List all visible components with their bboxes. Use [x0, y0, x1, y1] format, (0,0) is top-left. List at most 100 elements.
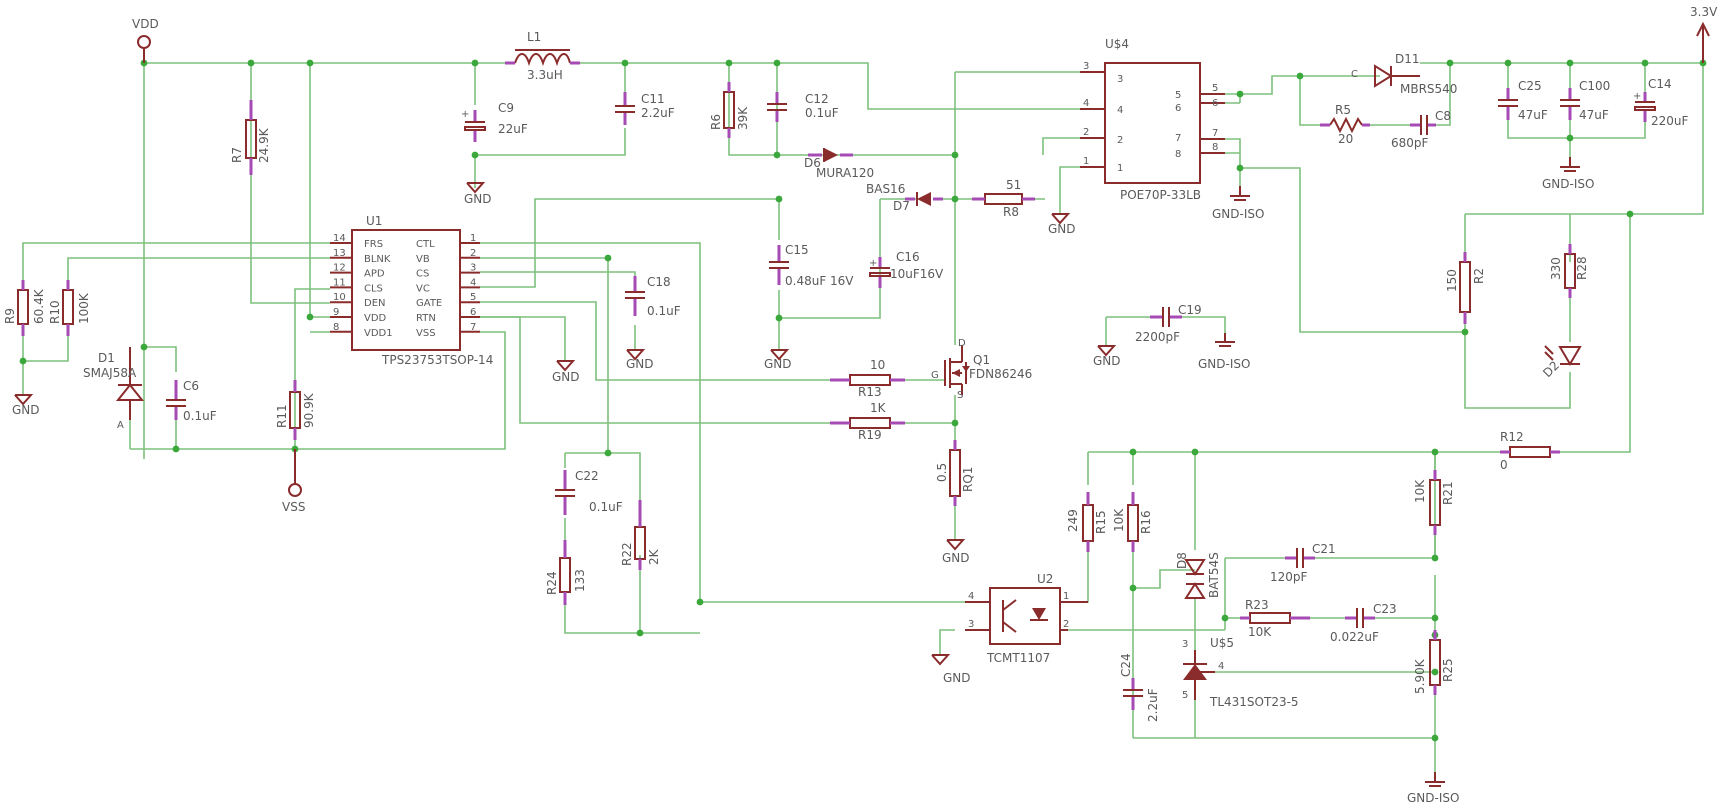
- svg-text:R2: R2: [1472, 268, 1486, 284]
- resistor-r9[interactable]: R9 60.4K: [3, 280, 46, 336]
- resistor-r10[interactable]: R10 100K: [48, 280, 91, 336]
- u1-pin-name: VDD1: [364, 328, 393, 339]
- capacitor-c16[interactable]: + C16 10uF16V: [869, 250, 944, 288]
- svg-text:R5: R5: [1335, 103, 1351, 117]
- u1-pin-number: 13: [333, 248, 346, 259]
- resistor-r15[interactable]: 249 R15: [1066, 492, 1108, 552]
- net-port-vss[interactable]: VSS: [282, 449, 305, 514]
- svg-text:C9: C9: [498, 101, 514, 115]
- u1-pin-name: FRS: [364, 239, 383, 250]
- resistor-r11[interactable]: R11 90.9K: [275, 380, 316, 440]
- resistor-r28[interactable]: 330 R28: [1549, 244, 1589, 298]
- capacitor-c15[interactable]: C15 0.48uF 16V: [769, 243, 854, 288]
- diode-d6[interactable]: D6 MURA120: [804, 148, 874, 180]
- u1-pin-number: 14: [333, 233, 346, 244]
- u1-pin-number: 11: [333, 277, 346, 288]
- u1-part: TPS23753TSOP-14: [381, 353, 493, 367]
- resistor-r19[interactable]: 1K R19: [830, 401, 905, 442]
- capacitor-c23[interactable]: C23 0.022uF: [1330, 602, 1397, 644]
- capacitor-c11[interactable]: C11 2.2uF: [615, 92, 675, 125]
- resistor-r5[interactable]: R5 20: [1320, 103, 1370, 146]
- svg-text:D6: D6: [804, 156, 821, 170]
- diode-d8[interactable]: D8 BAT54S: [1175, 552, 1221, 599]
- svg-text:133: 133: [573, 569, 587, 592]
- capacitor-c24[interactable]: C24 2.2uF: [1119, 653, 1160, 722]
- svg-text:4: 4: [1218, 661, 1224, 672]
- svg-text:L1: L1: [527, 30, 541, 44]
- svg-text:8: 8: [1212, 142, 1218, 153]
- resistor-r13[interactable]: 10 R13: [830, 358, 905, 399]
- svg-text:GND: GND: [464, 192, 492, 206]
- gnd-symbol: GND: [931, 654, 971, 685]
- capacitor-c14[interactable]: + C14 220uF: [1633, 77, 1689, 128]
- u5-part: TL431SOT23-5: [1209, 695, 1299, 709]
- resistor-r24[interactable]: R24 133: [545, 540, 587, 605]
- svg-text:D2: D2: [1540, 358, 1562, 380]
- svg-text:+: +: [1633, 91, 1641, 102]
- inductor-l1[interactable]: L1 3.3uH: [505, 30, 580, 82]
- vdd-label: VDD: [132, 17, 159, 31]
- resistor-rq1[interactable]: 0.5 RQ1: [935, 440, 975, 506]
- u1-pin-number: 9: [333, 307, 339, 318]
- capacitor-c6[interactable]: C6 0.1uF: [166, 379, 217, 423]
- u1-pin-name: RTN: [416, 313, 436, 324]
- resistor-r12[interactable]: R12 0: [1500, 430, 1560, 472]
- svg-text:GND: GND: [942, 551, 970, 565]
- gnd-symbols: GND GND GND GND GND GND GND GND: [12, 157, 1594, 805]
- resistor-r7[interactable]: R7 24.9K: [230, 100, 271, 175]
- net-port-vdd[interactable]: VDD: [132, 17, 159, 63]
- v33-label: 3.3V: [1690, 5, 1718, 19]
- u1-ref: U1: [366, 214, 382, 228]
- svg-text:3: 3: [968, 619, 974, 630]
- resistor-r6[interactable]: R6 39K: [709, 82, 750, 138]
- mosfet-q1[interactable]: Q1 FDN86246 D G S: [931, 338, 1032, 401]
- ic-u5[interactable]: U$5 TL431SOT23-5 3 4 5: [1182, 636, 1299, 709]
- capacitor-c22[interactable]: C22 0.1uF: [555, 469, 623, 515]
- u1-pin-name: BLNK: [364, 254, 391, 265]
- gnd-iso-symbol: GND-ISO: [1407, 772, 1459, 805]
- svg-text:C16: C16: [896, 250, 920, 264]
- capacitor-c8[interactable]: C8 680pF: [1391, 109, 1451, 150]
- ic-u4[interactable]: U$4 POE70P-33LB 3 3 4 4 2 2 1 1 5 5 6 6 …: [1080, 37, 1225, 202]
- svg-text:90.9K: 90.9K: [302, 392, 316, 428]
- resistor-r23[interactable]: R23 10K: [1240, 598, 1310, 639]
- ic-u2[interactable]: U2 TCMT1107 4 3 1 2: [965, 572, 1088, 665]
- svg-text:R28: R28: [1575, 256, 1589, 280]
- resistor-r8[interactable]: 51 R8: [972, 178, 1035, 219]
- resistor-r22[interactable]: R22 2K: [620, 500, 661, 570]
- net-port-3v3[interactable]: 3.3V: [1690, 5, 1718, 63]
- svg-text:GND-ISO: GND-ISO: [1542, 177, 1594, 191]
- svg-text:R6: R6: [709, 114, 723, 130]
- u1-pin-name: VSS: [416, 328, 436, 339]
- capacitor-c19[interactable]: C19 2200pF: [1135, 303, 1202, 344]
- resistor-r25[interactable]: 5.90K R25: [1413, 630, 1455, 695]
- svg-text:4: 4: [1083, 98, 1089, 109]
- svg-text:GND: GND: [1048, 222, 1076, 236]
- capacitor-c25[interactable]: C25 47uF: [1498, 79, 1548, 122]
- capacitor-c21[interactable]: C21 120pF: [1270, 542, 1336, 584]
- svg-text:0.1uF: 0.1uF: [183, 409, 217, 423]
- svg-text:5: 5: [1182, 690, 1188, 701]
- svg-text:0.5: 0.5: [935, 463, 949, 482]
- ic-u1[interactable]: U1 TPS23753TSOP-14 14FRS13BLNK12APD11CLS…: [330, 214, 493, 367]
- diode-d11[interactable]: D11 MBRS540 C: [1351, 52, 1457, 96]
- svg-text:D: D: [958, 338, 966, 349]
- capacitor-c9[interactable]: + C9 22uF: [461, 101, 528, 142]
- capacitor-c12[interactable]: C12 0.1uF: [767, 92, 839, 122]
- resistor-r16[interactable]: 10K R16: [1112, 492, 1153, 552]
- diode-d1[interactable]: D1 SMAJ58A A: [83, 347, 145, 431]
- u2-ref: U2: [1037, 572, 1053, 586]
- capacitor-c100[interactable]: C100 47uF: [1560, 79, 1610, 122]
- svg-text:2.2uF: 2.2uF: [641, 106, 675, 120]
- diode-d2[interactable]: D2: [1540, 345, 1582, 380]
- svg-text:R8: R8: [1003, 205, 1019, 219]
- svg-text:C14: C14: [1648, 77, 1672, 91]
- resistor-r21[interactable]: 10K R21: [1413, 470, 1455, 535]
- svg-text:GND-ISO: GND-ISO: [1212, 207, 1264, 221]
- resistor-r2[interactable]: 150 R2: [1445, 252, 1486, 324]
- svg-text:R7: R7: [230, 147, 244, 163]
- svg-text:C24: C24: [1119, 653, 1133, 677]
- capacitor-c18[interactable]: C18 0.1uF: [625, 275, 681, 318]
- svg-text:0.48uF 16V: 0.48uF 16V: [785, 274, 854, 288]
- diode-d7[interactable]: BAS16 D7: [866, 182, 943, 213]
